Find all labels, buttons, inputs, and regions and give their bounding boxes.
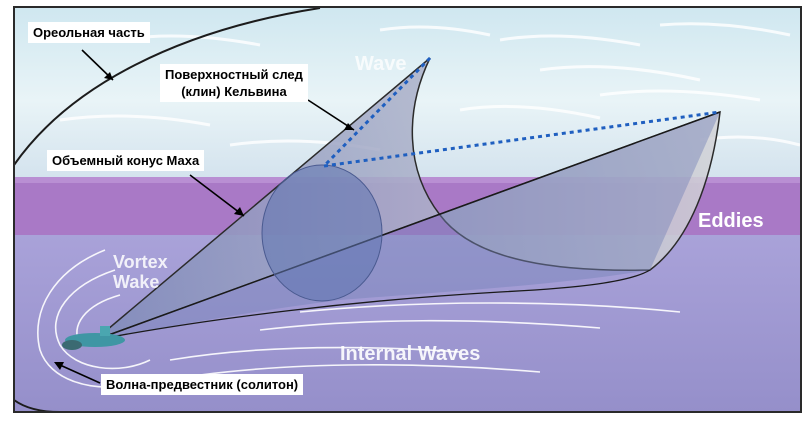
kelvin-wedge-lines: [322, 56, 721, 168]
label-soliton: Волна-предвестник (солитон): [101, 374, 304, 395]
leader-arrow: [104, 72, 113, 80]
label-kelvin-wedge: Поверхностный след (клин) Кельвина: [160, 64, 308, 102]
leader-arrow: [54, 362, 64, 370]
label-kelvin-line1: Поверхностный след: [165, 67, 303, 82]
eddies-text: Eddies: [698, 210, 764, 232]
ocean-layers: [14, 7, 801, 412]
leader-arrow: [344, 123, 354, 130]
submarine-icon: [62, 326, 125, 350]
label-areolar: Ореольная часть: [28, 22, 150, 43]
vortex-text: Vortex: [113, 252, 168, 272]
surface-texture: [59, 22, 801, 152]
wake-swirls: [37, 249, 681, 388]
frame-border: [13, 6, 802, 413]
label-mach-cone: Объемный конус Маха: [47, 150, 205, 171]
wave-text: Wave: [355, 53, 407, 75]
leader-arrow: [234, 207, 244, 216]
label-kelvin-line2: (клин) Кельвина: [181, 84, 287, 99]
internal-waves-text: Internal Waves: [340, 343, 480, 365]
wake-text: Wake: [113, 272, 159, 292]
mach-cone: [94, 57, 721, 341]
cone-cross-section: [261, 164, 383, 302]
